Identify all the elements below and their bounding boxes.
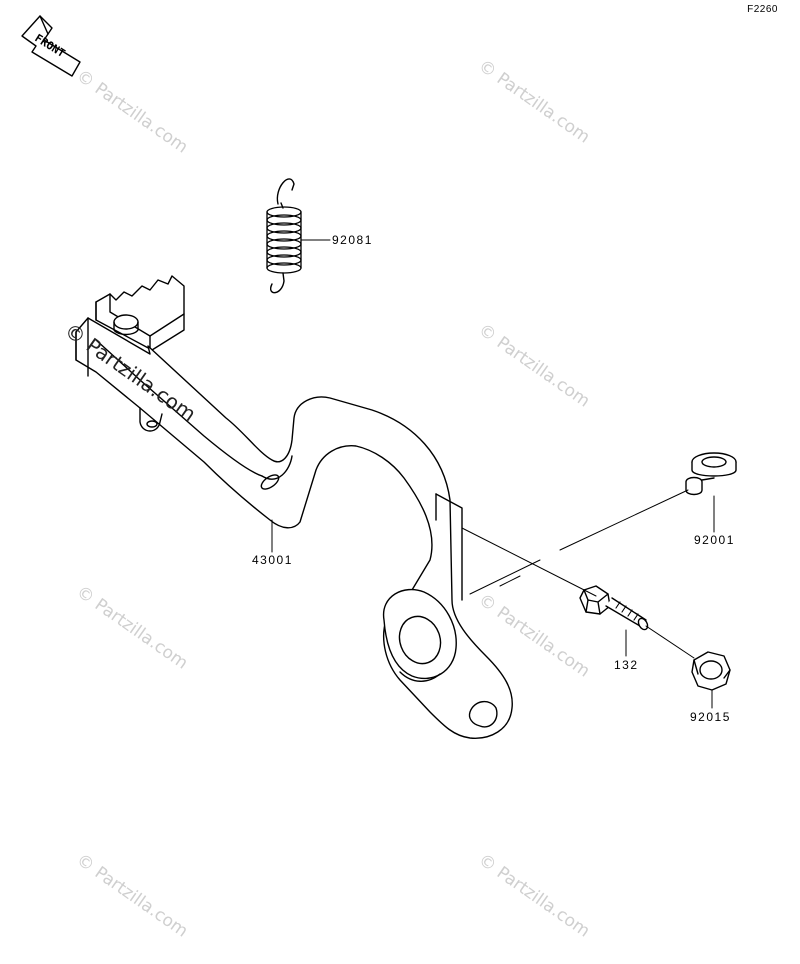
spring-part xyxy=(266,178,331,294)
part-label-132[interactable]: 132 xyxy=(614,658,639,672)
part-label-92081[interactable]: 92081 xyxy=(332,233,373,247)
leader-lines xyxy=(271,489,715,709)
part-label-43001[interactable]: 43001 xyxy=(252,553,293,567)
front-arrow-icon: FRONT xyxy=(21,15,81,77)
part-label-92001[interactable]: 92001 xyxy=(694,533,735,547)
part-label-92015[interactable]: 92015 xyxy=(690,710,731,724)
nut-part xyxy=(691,651,731,691)
bolt-part xyxy=(579,585,649,631)
figure-code: F2260 xyxy=(747,4,778,15)
brake-pedal-part xyxy=(75,275,513,739)
washer-part xyxy=(685,452,737,496)
